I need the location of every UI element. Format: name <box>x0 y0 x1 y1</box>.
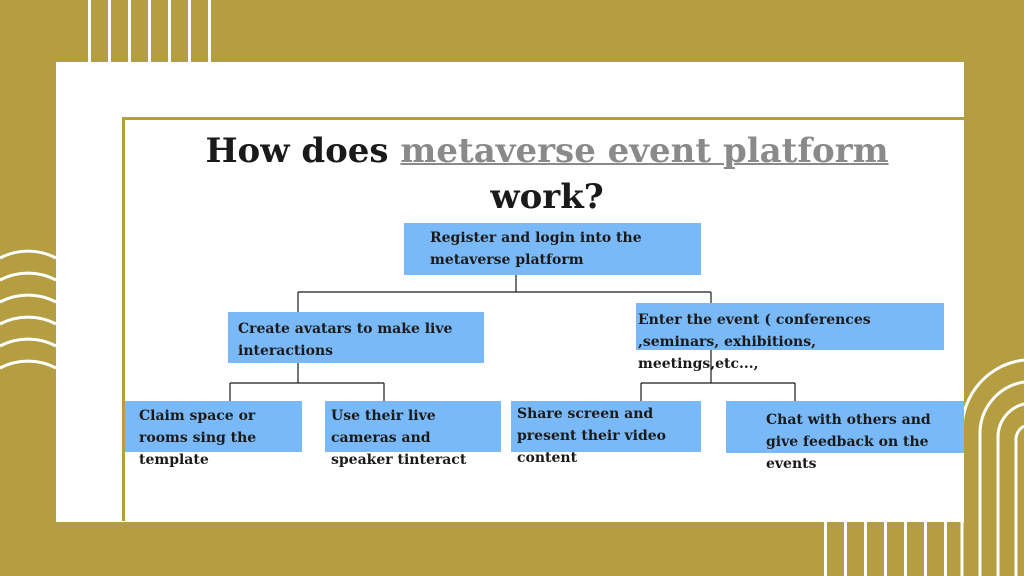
node-share-screen: Share screen and present their video con… <box>511 401 701 466</box>
page-title: How does metaverse event platform work? <box>122 128 972 220</box>
decorative-stripes-top <box>80 0 220 62</box>
node-chat-feedback: Chat with others and give feedback on th… <box>726 401 964 472</box>
title-prefix: How does <box>205 131 401 171</box>
node-live-cameras: Use their live cameras and speaker tinte… <box>325 401 501 468</box>
decorative-arcs-left <box>0 249 57 370</box>
title-suffix: work? <box>490 177 604 217</box>
content-frame <box>122 117 964 521</box>
node-create-avatars: Create avatars to make live interactions <box>228 312 484 363</box>
decorative-arcs-right <box>960 358 1024 576</box>
decorative-stripes-bottom <box>824 520 964 576</box>
title-link[interactable]: metaverse event platform <box>400 131 889 171</box>
node-enter-event: Enter the event ( conferences ,seminars,… <box>636 303 944 372</box>
node-register-login: Register and login into the metaverse pl… <box>404 223 701 275</box>
node-claim-space: Claim space or rooms sing the template <box>125 401 302 468</box>
